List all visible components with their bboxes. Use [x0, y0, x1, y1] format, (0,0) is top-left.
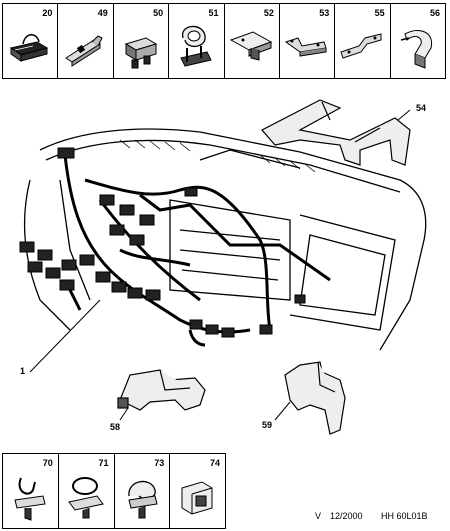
connector-block-icon: [9, 34, 49, 62]
leader-line-59: [274, 401, 291, 421]
dashboard-vents: [119, 139, 316, 173]
harness-connectors: [19, 147, 306, 338]
part-number: 56: [429, 8, 440, 18]
parts-strip-top: 20 49 50 51: [2, 3, 446, 79]
leader-line-58: [119, 407, 129, 421]
bracket-59: [284, 361, 346, 435]
part-cell-50[interactable]: 50: [114, 4, 170, 78]
mounting-bracket-icon: [340, 33, 382, 59]
part-cell-51[interactable]: 51: [169, 4, 225, 78]
retaining-clip-icon: [400, 30, 432, 69]
part-number: 50: [153, 8, 164, 18]
part-number: 55: [374, 8, 385, 18]
terminal-clip-icon: [65, 35, 104, 67]
callout-1: 1: [20, 366, 26, 376]
part-number: 70: [42, 458, 53, 468]
parts-strip-bottom: 70 71 73 74: [2, 453, 226, 529]
edge-clip-icon: [181, 481, 213, 515]
leader-line-1: [29, 299, 101, 373]
push-clip-icon: [14, 477, 46, 521]
footer-ref: HH 60L01B: [381, 511, 428, 521]
part-cell-70[interactable]: 70: [3, 454, 59, 528]
anchor-clip-icon: [127, 480, 158, 519]
callout-54: 54: [416, 103, 427, 113]
leader-line-54: [397, 109, 411, 121]
part-number: 74: [209, 458, 220, 468]
support-bracket-icon: [284, 37, 327, 57]
part-number: 51: [208, 8, 219, 18]
part-number: 71: [98, 458, 109, 468]
part-cell-71[interactable]: 71: [59, 454, 115, 528]
part-cell-55[interactable]: 55: [335, 4, 391, 78]
part-number: 20: [42, 8, 53, 18]
part-number: 49: [97, 8, 108, 18]
part-cell-74[interactable]: 74: [170, 454, 225, 528]
part-number: 52: [263, 8, 274, 18]
plug-connector-icon: [124, 37, 157, 69]
cable-clamp-icon: [180, 25, 212, 67]
bracket-plate-icon: [229, 31, 272, 61]
footer-version: V: [315, 511, 322, 521]
part-cell-56[interactable]: 56: [391, 4, 445, 78]
bracket-58: [117, 369, 206, 411]
part-cell-73[interactable]: 73: [115, 454, 171, 528]
callout-59: 59: [262, 420, 273, 430]
part-cell-20[interactable]: 20: [3, 4, 59, 78]
part-cell-49[interactable]: 49: [58, 4, 114, 78]
bracket-54: [261, 99, 411, 166]
part-number: 53: [319, 8, 330, 18]
dashboard-outline: [23, 128, 427, 351]
part-cell-52[interactable]: 52: [225, 4, 280, 78]
dashboard-wiring-diagram: [19, 99, 427, 435]
footer-date: 12/2000: [330, 511, 363, 521]
part-cell-53[interactable]: 53: [280, 4, 336, 78]
callout-58: 58: [110, 422, 121, 432]
strap-tie-icon: [67, 477, 104, 519]
part-number: 73: [154, 458, 165, 468]
